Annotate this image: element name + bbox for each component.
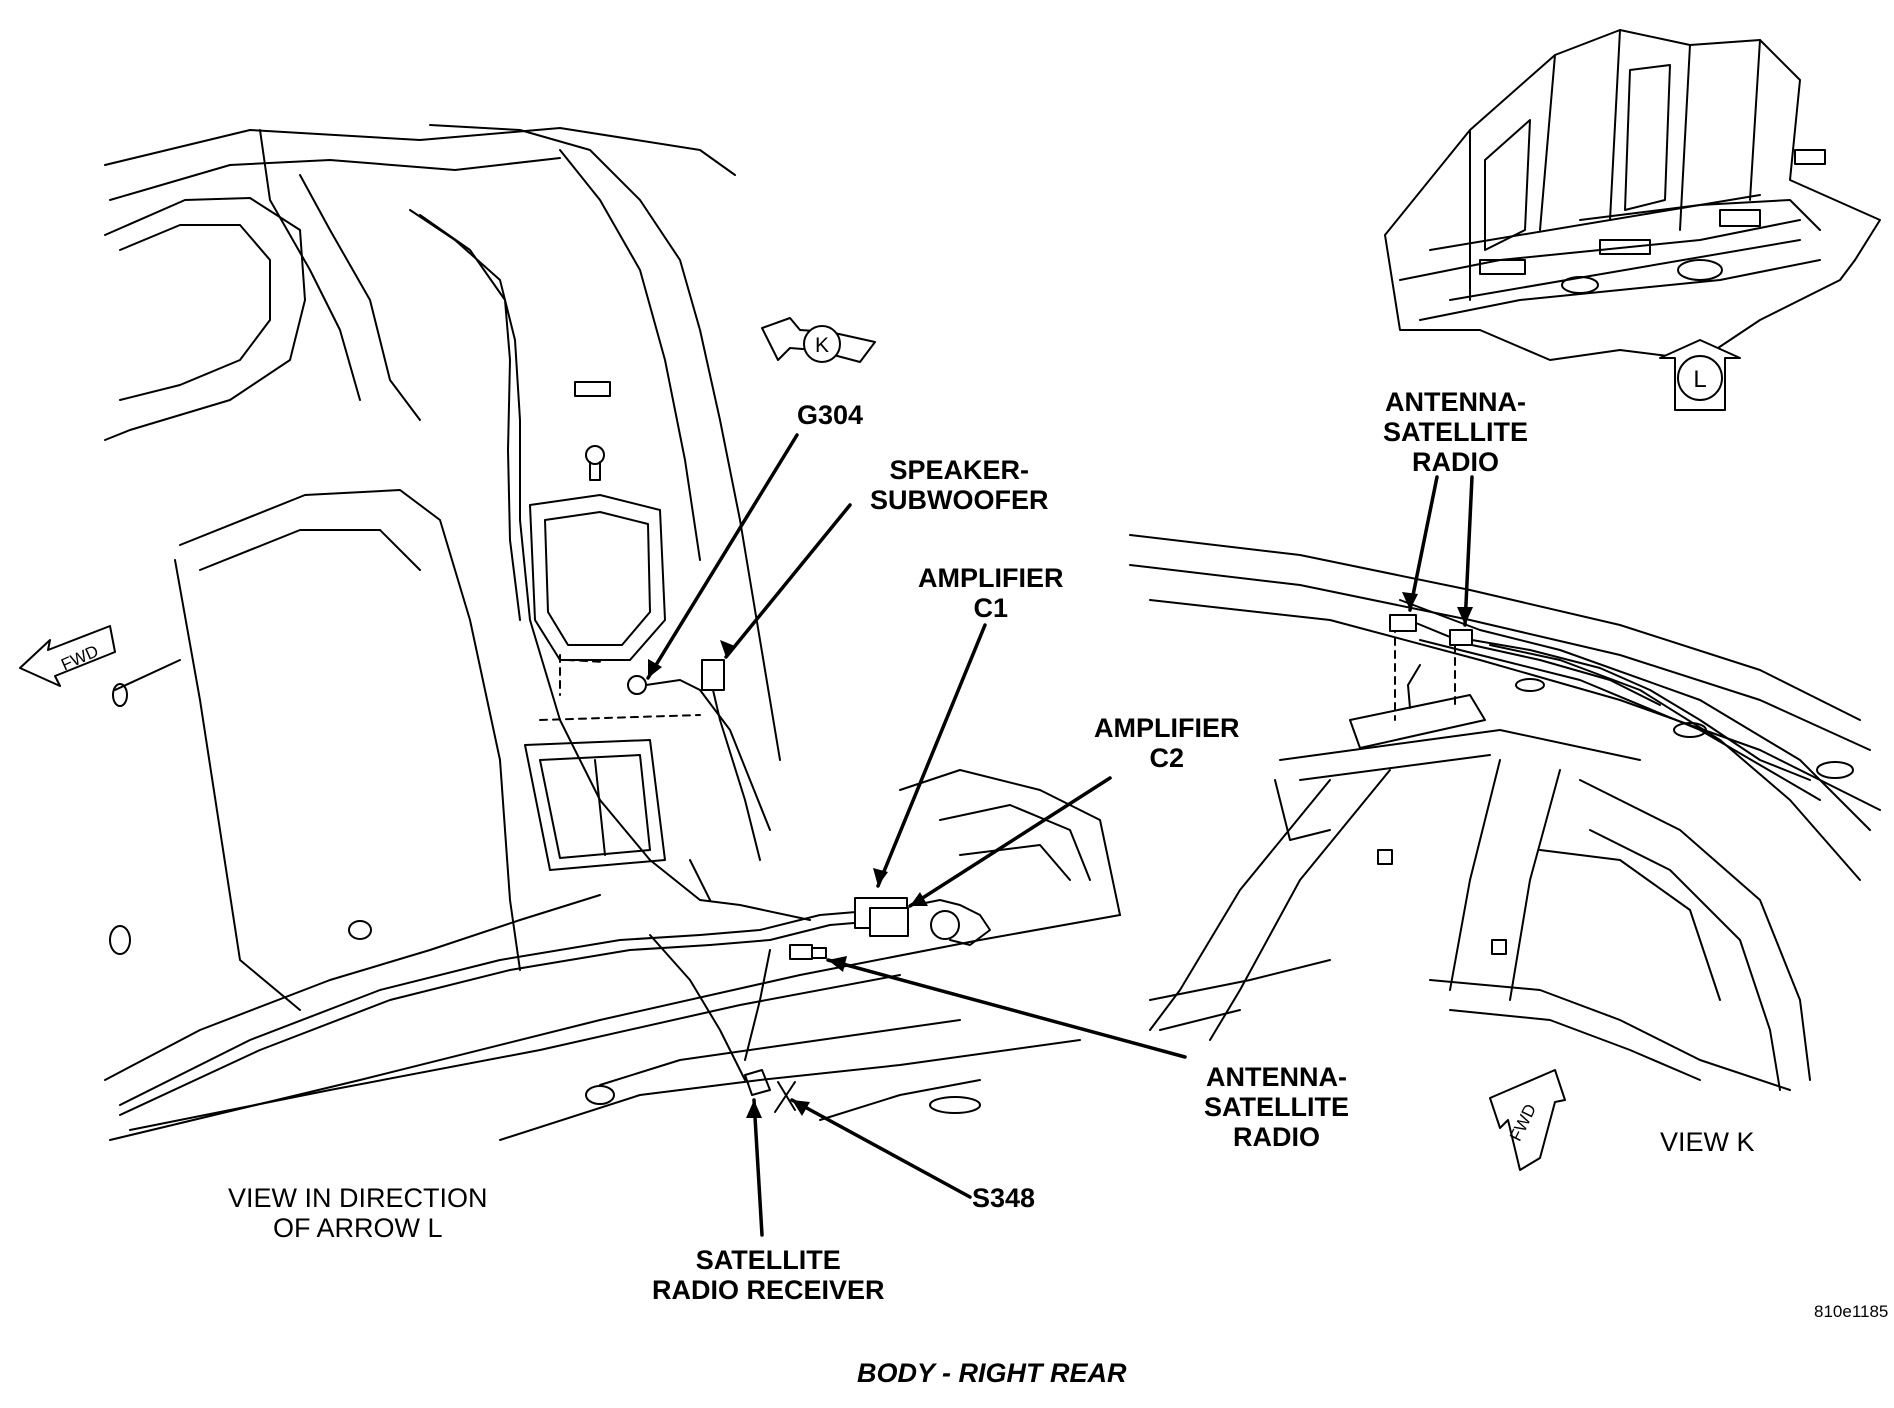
marker-k: K	[815, 334, 829, 357]
label-amplifier-c1: AMPLIFIER C1	[918, 563, 1064, 623]
figure-caption: BODY - RIGHT REAR	[857, 1358, 1127, 1388]
view-k-arrow	[761, 317, 876, 363]
leader-lines	[646, 433, 1474, 1237]
view-l-arrow	[1659, 339, 1741, 411]
inset-body-overview	[1384, 29, 1881, 361]
view-k-roof	[1129, 534, 1881, 1091]
label-view-k: VIEW K	[1660, 1127, 1755, 1157]
label-satellite-radio-receiver: SATELLITE RADIO RECEIVER	[652, 1245, 885, 1305]
label-antenna-satellite-radio-main: ANTENNA- SATELLITE RADIO	[1204, 1062, 1349, 1152]
main-body-view	[104, 124, 1121, 1141]
marker-l: L	[1693, 366, 1706, 393]
fwd-arrow-right	[1489, 1069, 1566, 1171]
arrowheads	[648, 592, 1473, 1118]
label-antenna-satellite-radio-view-k: ANTENNA- SATELLITE RADIO	[1383, 387, 1528, 477]
label-amplifier-c2: AMPLIFIER C2	[1094, 713, 1240, 773]
label-s348: S348	[972, 1183, 1036, 1213]
label-view-in-direction-of-arrow-l: VIEW IN DIRECTION OF ARROW L	[228, 1183, 488, 1243]
fwd-arrow-left	[19, 625, 116, 687]
label-g304: G304	[797, 400, 864, 430]
label-speaker-subwoofer: SPEAKER- SUBWOOFER	[870, 455, 1049, 515]
figure-id: 810e1185	[1814, 1302, 1889, 1321]
